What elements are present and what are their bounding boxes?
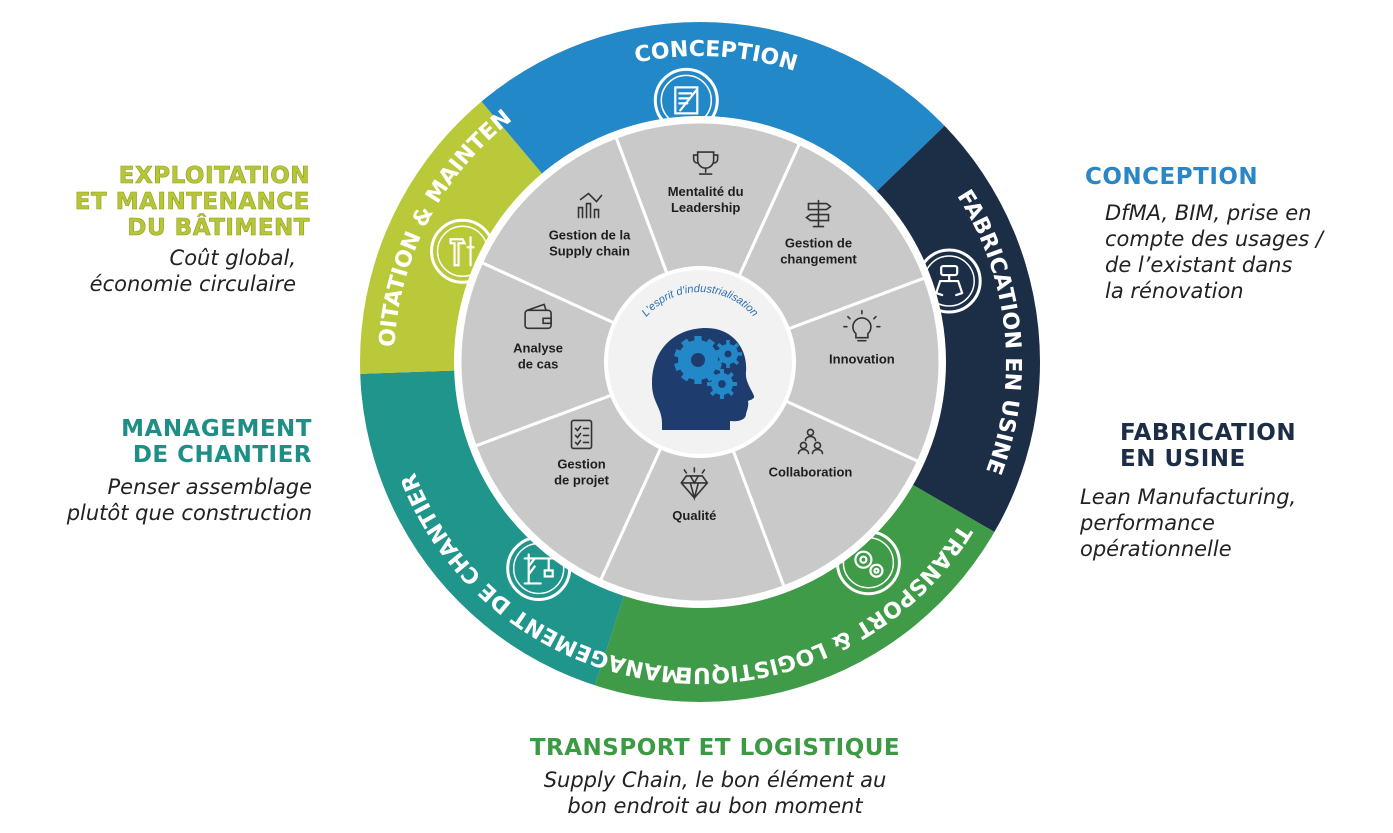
inner-label: Collaboration [769, 464, 853, 479]
people-icon [797, 428, 824, 455]
conception-title-line: CONCEPTION [1085, 164, 1259, 190]
fabrication-description: Lean Manufacturing, performance opératio… [1080, 485, 1297, 561]
management-title-line: MANAGEMENT [121, 416, 312, 442]
management-section: MANAGEMENT DE CHANTIER Penser assemblage… [0, 416, 312, 526]
exploitation-title-line: ET MAINTENANCE [74, 189, 310, 216]
diamond-icon [680, 467, 709, 502]
outer-segment-management [360, 370, 629, 702]
transport-description: Supply Chain, le bon élément au bon endr… [543, 768, 887, 818]
document-pen-icon [653, 67, 719, 133]
exploitation-description: Coût global, économie circulaire [89, 246, 296, 296]
wallet-icon [524, 303, 552, 330]
conception-description: DfMA, BIM, prise en compte des usages / … [1105, 201, 1323, 303]
trophy-icon [692, 151, 719, 175]
bar-chart-icon [577, 192, 603, 219]
management-description: Penser assemblage plutôt que constructio… [66, 475, 312, 525]
fabrication-title: FABRICATION EN USINE [1120, 420, 1390, 472]
lightbulb-icon [843, 309, 881, 342]
fabrication-title-line: EN USINE [1120, 446, 1246, 472]
inner-label: Innovation [829, 352, 895, 367]
outer-segment-transport [582, 477, 1030, 702]
conception-section: CONCEPTION DfMA, BIM, prise en compte de… [1085, 164, 1385, 304]
inner-label: Qualité [672, 508, 716, 523]
outer-segment-exploitation [360, 70, 553, 376]
management-title: MANAGEMENT DE CHANTIER [0, 416, 312, 468]
head-gears-icon [652, 328, 755, 430]
exploitation-title: EXPLOITATION ET MAINTENANCE DU BÂTIMENT [0, 163, 310, 242]
inner-ring [458, 120, 942, 604]
exploitation-section: EXPLOITATION ET MAINTENANCE DU BÂTIMENT … [0, 163, 310, 297]
signpost-icon [805, 199, 832, 228]
transport-title: TRANSPORT ET LOGISTIQUE [450, 735, 980, 761]
fabrication-title-line: FABRICATION [1120, 420, 1297, 446]
transport-title-line: TRANSPORT ET LOGISTIQUE [529, 735, 901, 761]
fabrication-section: FABRICATION EN USINE Lean Manufacturing,… [1080, 420, 1390, 562]
exploitation-title-line: EXPLOITATION [118, 163, 310, 190]
conception-title: CONCEPTION [1085, 164, 1385, 190]
transport-section: TRANSPORT ET LOGISTIQUE Supply Chain, le… [450, 735, 980, 819]
management-title-line: DE CHANTIER [132, 442, 312, 468]
exploitation-title-line: DU BÂTIMENT [127, 215, 310, 242]
checklist-icon [570, 419, 593, 450]
